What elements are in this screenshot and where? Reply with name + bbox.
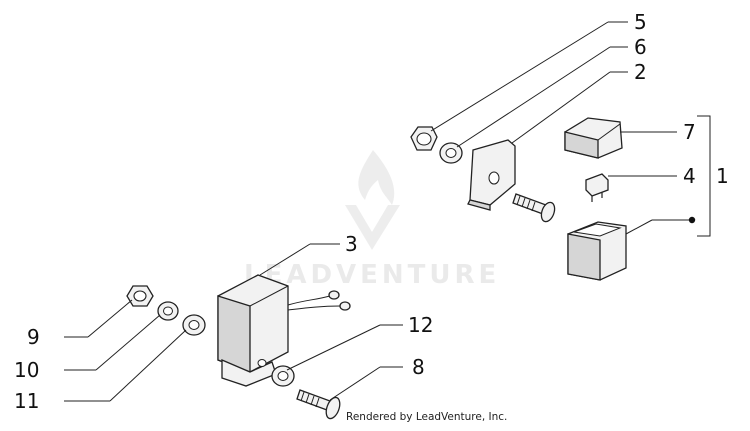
nut-5: [410, 126, 438, 151]
callout-4: 4: [683, 164, 696, 188]
washer-11: [182, 314, 206, 336]
callout-6: 6: [634, 35, 647, 59]
nut-9: [126, 285, 154, 307]
screw-8: [296, 389, 341, 420]
callout-8: 8: [412, 355, 425, 379]
callout-7: 7: [683, 120, 696, 144]
callout-9: 9: [27, 325, 40, 349]
leader-lines: [64, 21, 711, 402]
bullet-dot: [688, 216, 696, 224]
bracket-2: [467, 139, 516, 211]
flame-logo-icon: [358, 150, 395, 205]
leadventure-watermark: LEADVENTURE: [244, 150, 496, 290]
callout-12: 12: [408, 313, 433, 337]
washer-6: [439, 142, 463, 164]
control-unit-3: [217, 274, 351, 387]
callout-10: 10: [14, 358, 39, 382]
v-logo-icon: [345, 205, 400, 250]
washer-12: [271, 365, 295, 387]
fuse-4: [585, 173, 609, 202]
callout-3: 3: [345, 232, 358, 256]
screw-bracket: [512, 193, 556, 223]
callout-1: 1: [716, 164, 729, 188]
callout-2: 2: [634, 60, 647, 84]
callout-11: 11: [14, 389, 39, 413]
callout-5: 5: [634, 10, 647, 34]
fuse-cover-7: [564, 117, 623, 159]
fuse-box: [567, 221, 627, 281]
rendered-by-footer: Rendered by LeadVenture, Inc.: [346, 411, 507, 423]
washer-10: [157, 301, 179, 321]
